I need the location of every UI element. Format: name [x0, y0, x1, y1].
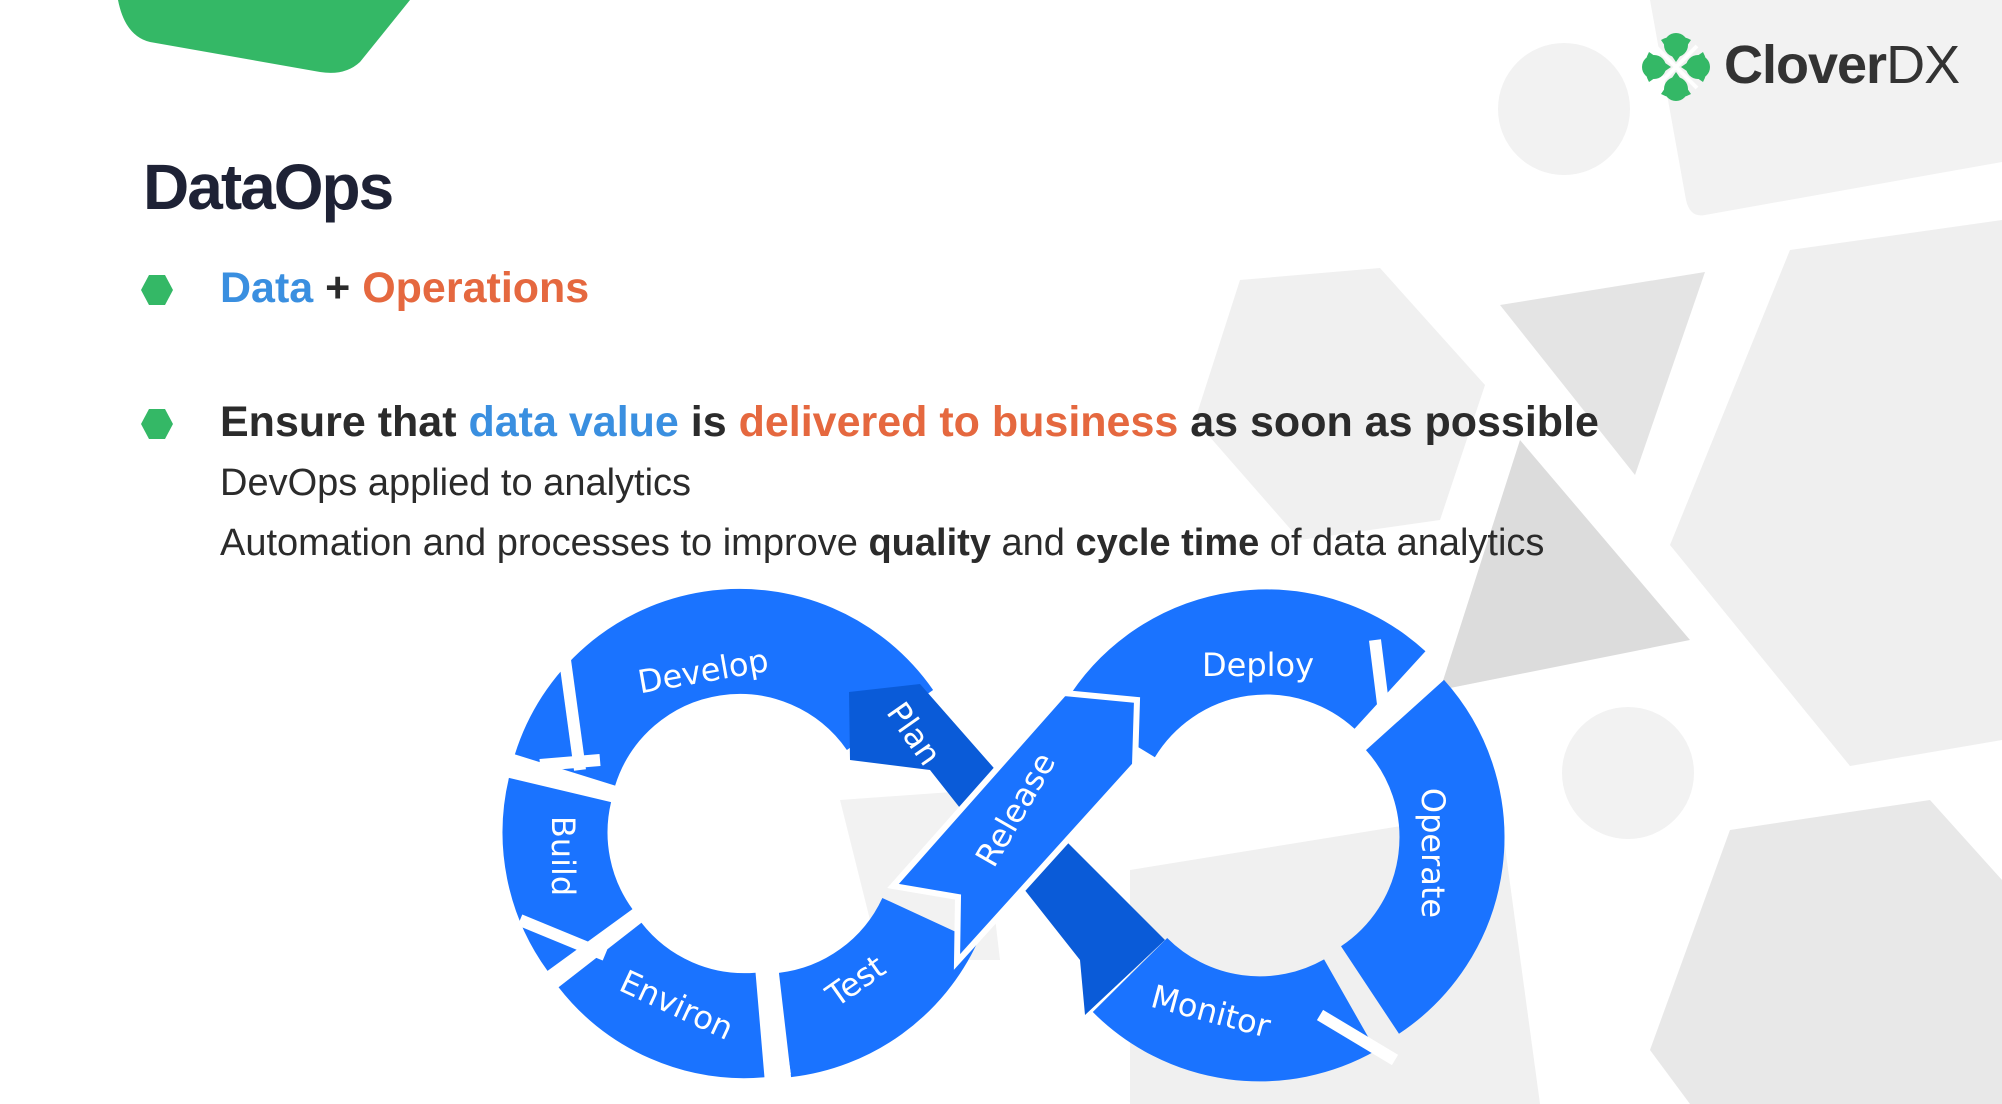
bold-cycle-time: cycle time: [1075, 522, 1260, 564]
text: and: [990, 522, 1076, 564]
text: Ensure that: [220, 398, 469, 446]
segment-build: [502, 777, 634, 971]
data-word: Data: [220, 264, 314, 312]
sub-line-automation: Automation and processes to improve qual…: [220, 522, 1544, 565]
band-release: [887, 689, 1141, 970]
label-operate: Operate: [1414, 788, 1452, 918]
text: of data analytics: [1259, 522, 1545, 564]
segment-test: [777, 896, 978, 1078]
text: as soon as possible: [1178, 398, 1599, 446]
label-deploy: Deploy: [1202, 646, 1314, 684]
text: is: [678, 398, 739, 446]
logo-name-bold: Clover: [1724, 35, 1887, 95]
bullet-ensure: Ensure that data value is delivered to b…: [220, 398, 1599, 447]
bullet-data-operations: Data + Operations: [220, 264, 589, 313]
corner-accent: [118, 0, 410, 73]
clover-icon: [1642, 33, 1710, 101]
cloverdx-logo: [1641, 32, 1711, 102]
label-build: Build: [544, 816, 582, 896]
sub-line-devops: DevOps applied to analytics: [220, 462, 692, 504]
highlight-delivered: delivered to business: [738, 398, 1179, 446]
segment-operate: [1339, 679, 1505, 1034]
text: Automation and processes to improve: [220, 522, 869, 564]
segment-develop: [514, 588, 934, 787]
logo-text: CloverDX: [1724, 34, 1960, 96]
segment-environ: [558, 921, 765, 1079]
segment-deploy: [1065, 589, 1426, 759]
plus-sign: +: [313, 264, 363, 312]
bold-quality: quality: [868, 522, 991, 564]
page-title: DataOps: [143, 151, 394, 223]
operations-word: Operations: [362, 264, 590, 312]
highlight-data-value: data value: [468, 398, 679, 446]
logo-name-light: DX: [1886, 35, 1960, 95]
